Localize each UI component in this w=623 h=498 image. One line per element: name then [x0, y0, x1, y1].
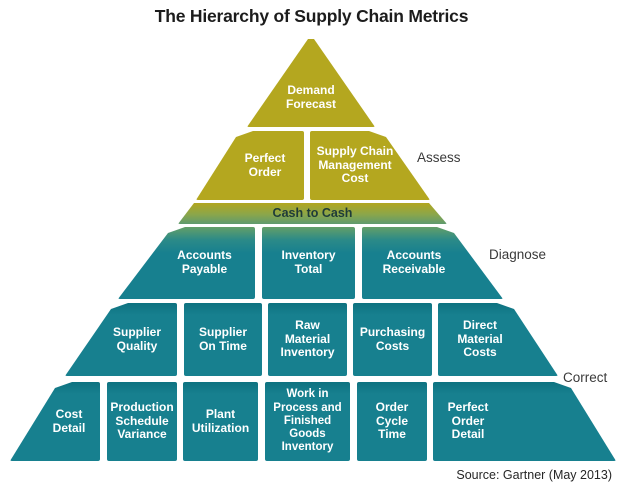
block-demand-forecast: Demand Forecast [247, 39, 375, 127]
block-production-schedule-variance: Production Schedule Variance [107, 382, 177, 461]
block-perfect-order: Perfect Order [196, 131, 304, 200]
block-label: Direct Material Costs [457, 317, 503, 360]
block-label: Cost Detail [52, 406, 86, 435]
block-supply-chain-management-cost: Supply Chain Management Cost [310, 131, 430, 200]
block-label: Demand Forecast [285, 83, 337, 111]
block-label: Accounts Payable [177, 248, 232, 276]
block-label: Purchasing Costs [359, 324, 426, 353]
block-inventory-total: Inventory Total [262, 227, 355, 299]
block-label: Perfect Order [244, 150, 286, 179]
block-label: Work in Process and Finished Goods Inven… [273, 388, 342, 454]
block-label: Supply Chain Management Cost [316, 143, 394, 186]
block-accounts-receivable: Accounts Receivable [362, 227, 503, 299]
block-label: Cash to Cash [272, 206, 353, 221]
block-label: Production Schedule Variance [110, 399, 174, 442]
block-order-cycle-time: Order Cycle Time [357, 382, 427, 461]
block-supplier-on-time: Supplier On Time [184, 303, 262, 376]
block-wip-finished-goods-inventory: Work in Process and Finished Goods Inven… [265, 382, 350, 461]
block-label: Supplier Quality [112, 324, 161, 353]
block-cash-to-cash: Cash to Cash [178, 203, 447, 224]
block-plant-utilization: Plant Utilization [183, 382, 258, 461]
block-label: Supplier On Time [198, 324, 247, 353]
stage-label-correct: Correct [563, 370, 608, 385]
block-cost-detail: Cost Detail [10, 382, 100, 461]
block-label: Inventory Total [281, 248, 336, 276]
figure-title: The Hierarchy of Supply Chain Metrics [154, 6, 469, 26]
block-raw-material-inventory: Raw Material Inventory [268, 303, 347, 376]
block-label: Perfect Order Detail [447, 399, 489, 442]
block-direct-material-costs: Direct Material Costs [438, 303, 558, 376]
stage-label-diagnose: Diagnose [489, 247, 547, 262]
source-note: Source: Gartner (May 2013) [456, 468, 612, 482]
block-label: Accounts Receivable [382, 248, 446, 276]
block-label: Order Cycle Time [375, 399, 409, 442]
block-supplier-quality: Supplier Quality [65, 303, 177, 376]
block-accounts-payable: Accounts Payable [118, 227, 255, 299]
block-label: Raw Material Inventory [280, 317, 335, 360]
stage-label-assess: Assess [417, 150, 461, 165]
block-perfect-order-detail: Perfect Order Detail [433, 382, 616, 461]
block-label: Plant Utilization [191, 406, 250, 435]
block-purchasing-costs: Purchasing Costs [353, 303, 432, 376]
